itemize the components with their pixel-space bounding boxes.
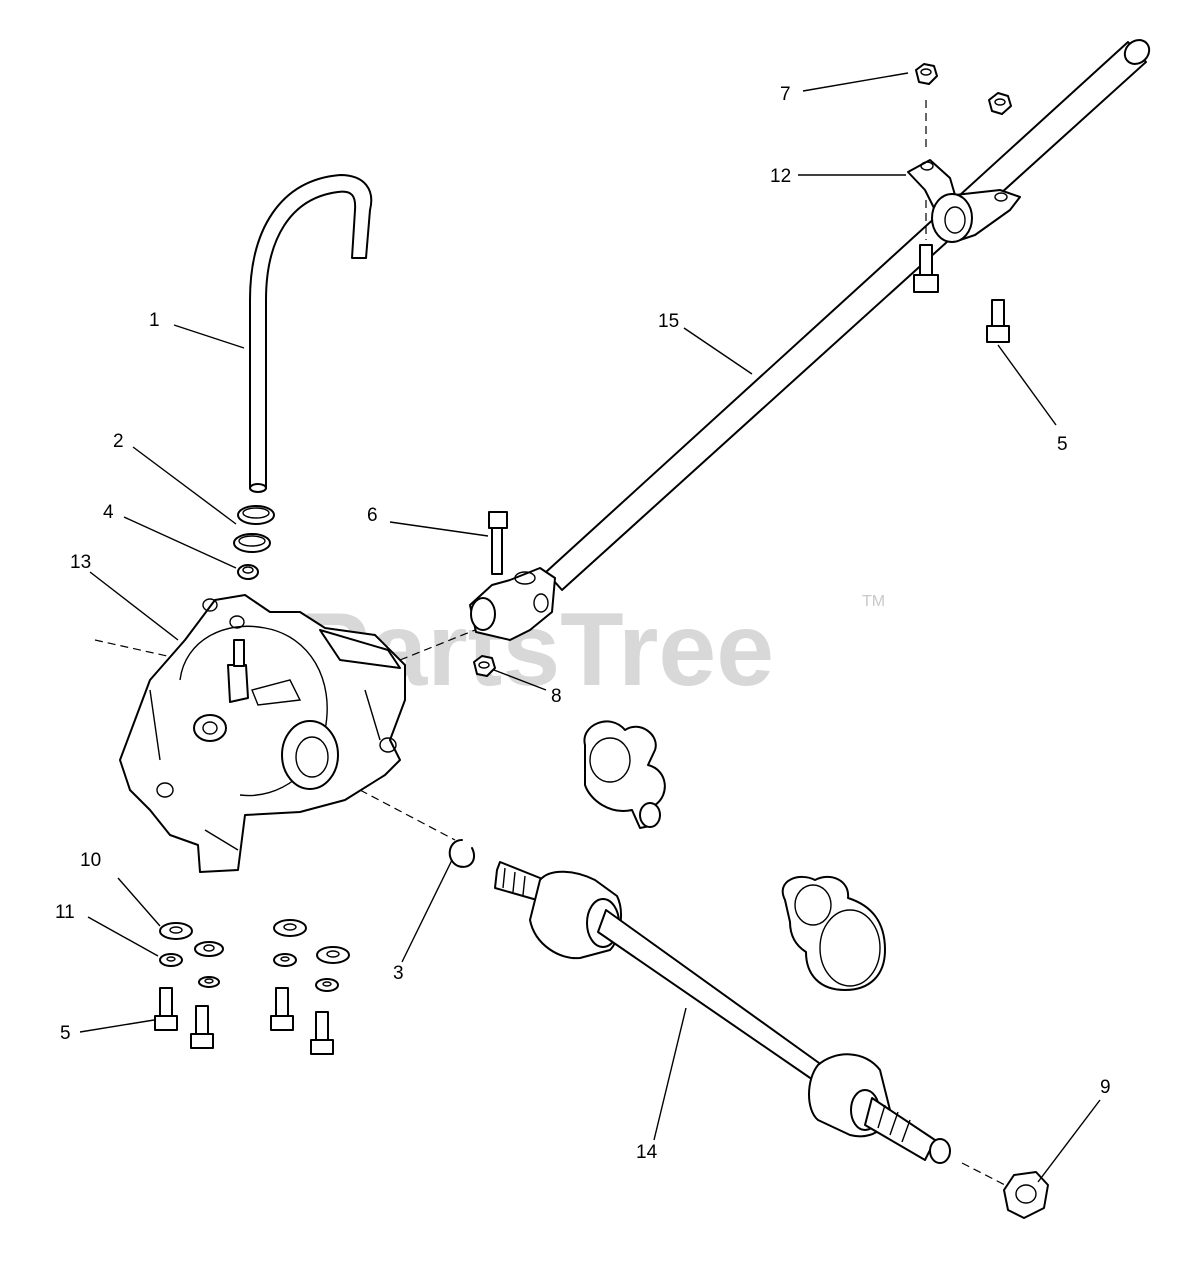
- yoke-part: [469, 567, 556, 641]
- bolt-part-5-upper: [913, 244, 1010, 343]
- callout-9: 9: [1100, 1077, 1111, 1098]
- callout-5-lower: 5: [60, 1023, 71, 1044]
- callout-13: 13: [70, 552, 91, 573]
- hose-clamp-part-2: [233, 505, 275, 553]
- leader-lines: [79, 72, 1101, 1183]
- callout-15: 15: [658, 311, 679, 332]
- dust-boot-upper: [583, 720, 666, 829]
- callout-5-upper: 5: [1057, 434, 1068, 455]
- callout-3: 3: [393, 963, 404, 984]
- fitting-part-4: [237, 564, 259, 580]
- callout-1: 1: [149, 310, 160, 331]
- callout-14: 14: [636, 1142, 658, 1163]
- flange-nut-part-9: [1003, 1171, 1049, 1219]
- hose-part-1: [249, 174, 373, 493]
- bearing-bracket-part-12: [907, 159, 1021, 243]
- retaining-ring-part-3: [448, 839, 476, 868]
- callout-11: 11: [55, 902, 75, 923]
- shaft-part-15: [545, 39, 1151, 591]
- bolt-part-6: [488, 511, 508, 575]
- callout-8: 8: [551, 686, 562, 707]
- callout-12: 12: [770, 166, 791, 187]
- callout-10: 10: [80, 850, 101, 871]
- callout-4: 4: [103, 502, 114, 523]
- nut-part-8: [473, 655, 496, 677]
- callout-6: 6: [367, 505, 378, 526]
- lock-nut-part-7: [915, 63, 1012, 115]
- axle-part-14: [494, 861, 951, 1164]
- watermark-trademark: TM: [862, 593, 885, 610]
- callout-7: 7: [780, 84, 791, 105]
- callout-numbers: 1 2 4 13 6 7 12 15 5 8 10 11 5 3 14 9: [55, 84, 1111, 1163]
- bolts-part-5-lower: [154, 987, 334, 1055]
- washers-part-10-11: [159, 919, 350, 992]
- transaxle-part-13: [94, 594, 481, 873]
- callout-2: 2: [113, 431, 124, 452]
- dust-boot-lower: [781, 875, 886, 991]
